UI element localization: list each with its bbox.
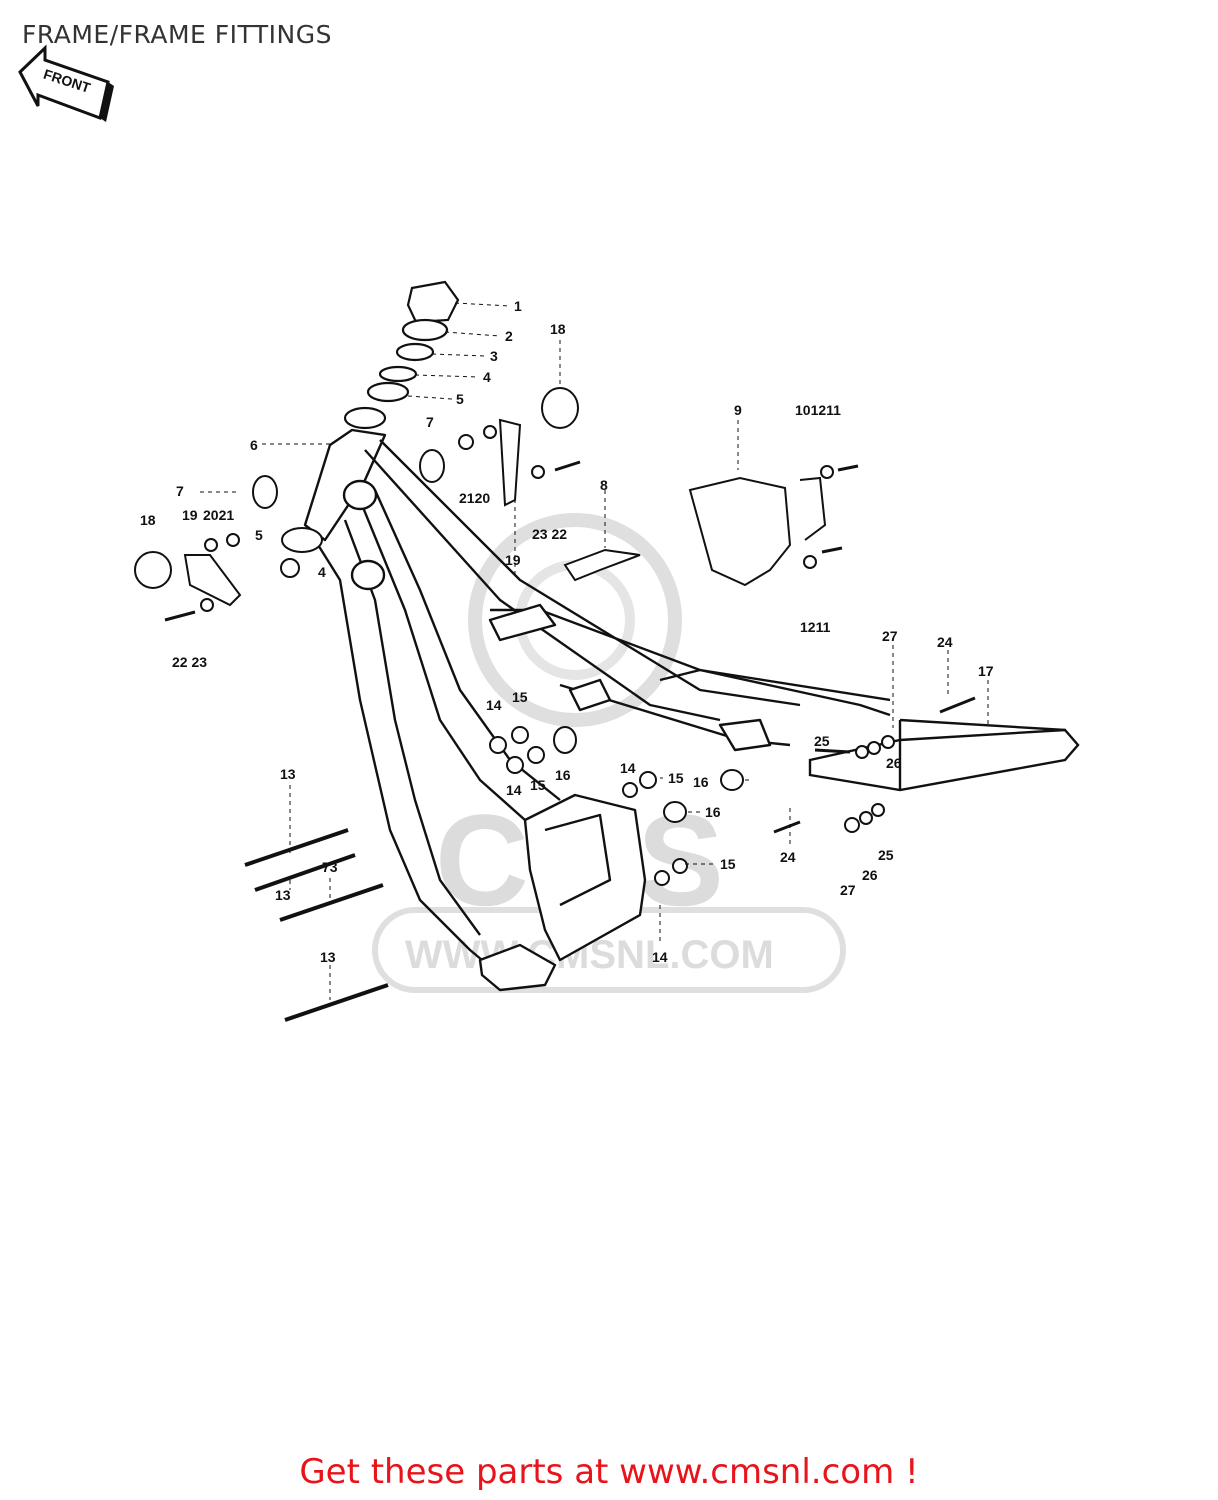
label-4a: 4 (483, 369, 491, 385)
label-20-21-left: 2021 (203, 507, 234, 523)
label-19a: 19 (182, 507, 198, 523)
label-16b: 16 (693, 774, 709, 790)
label-7a: 7 (426, 414, 434, 430)
page-title: FRAME/FRAME FITTINGS (22, 20, 332, 49)
front-arrow-icon: FRONT (18, 44, 114, 122)
label-14c: 14 (620, 760, 636, 776)
label-27a: 27 (882, 628, 898, 644)
label-21-20: 2120 (459, 490, 490, 506)
label-10-12-11: 101211 (795, 402, 841, 418)
label-25a: 25 (814, 733, 830, 749)
label-3: 3 (490, 348, 498, 364)
label-18a: 18 (550, 321, 566, 337)
leader-lines (200, 302, 989, 1000)
label-19b: 19 (505, 552, 521, 568)
label-13d: 13 (320, 949, 336, 965)
label-16a: 16 (555, 767, 571, 783)
label-15d: 15 (720, 856, 736, 872)
label-7b: 7 (176, 483, 184, 499)
label-2: 2 (505, 328, 513, 344)
label-12-11: 1211 (800, 619, 831, 635)
label-8: 8 (600, 477, 608, 493)
steering-stack (343, 280, 460, 430)
label-24b: 24 (780, 849, 796, 865)
label-9: 9 (734, 402, 742, 418)
label-26b: 26 (862, 867, 878, 883)
main-frame (303, 428, 891, 992)
small-parts (134, 387, 976, 1022)
label-13b: 13 (275, 887, 291, 903)
cta-link[interactable]: Get these parts at www.cmsnl.com ! (299, 1452, 919, 1492)
label-17: 17 (978, 663, 994, 679)
label-6: 6 (250, 437, 258, 453)
label-14b: 14 (506, 782, 522, 798)
label-15c: 15 (668, 770, 684, 786)
label-27b: 27 (840, 882, 856, 898)
label-18b: 18 (140, 512, 156, 528)
label-5a: 5 (456, 391, 464, 407)
label-15b: 15 (530, 777, 546, 793)
label-1: 1 (514, 298, 522, 314)
label-16c: 16 (705, 804, 721, 820)
part-labels: 1 2 3 4 5 6 7 7 18 18 19 2021 5 4 22 23 … (140, 298, 994, 965)
rear-rack (808, 718, 1080, 792)
label-24a: 24 (937, 634, 953, 650)
label-4b: 4 (318, 564, 326, 580)
label-14d: 14 (652, 949, 668, 965)
label-23-22: 23 22 (532, 526, 567, 542)
label-5b: 5 (255, 527, 263, 543)
label-14a: 14 (486, 697, 502, 713)
label-22-23: 22 23 (172, 654, 207, 670)
label-15a: 15 (512, 689, 528, 705)
label-13a: 13 (280, 766, 296, 782)
label-25b: 25 (878, 847, 894, 863)
label-26a: 26 (886, 755, 902, 771)
label-13c: 73 (322, 859, 338, 875)
